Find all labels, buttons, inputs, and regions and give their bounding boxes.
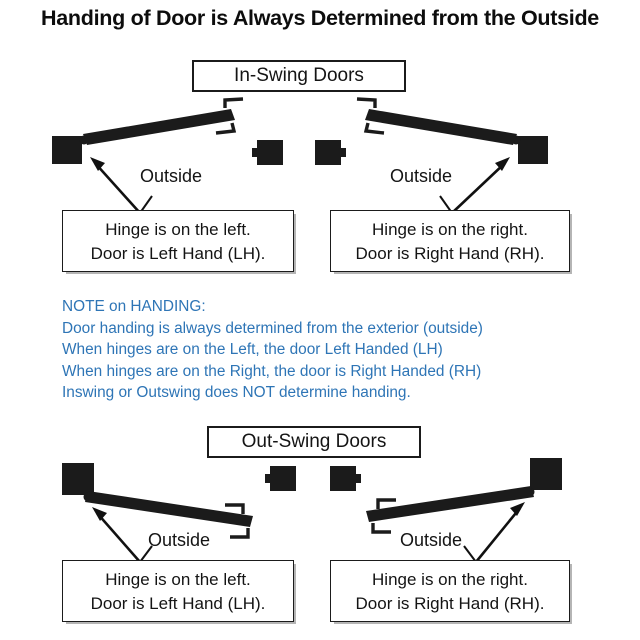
door-handle-icon — [225, 503, 245, 514]
strike-jamb-inswing-right — [315, 140, 346, 165]
strike-jamb-outswing-right — [330, 466, 361, 491]
note-line-2: When hinges are on the Left, the door Le… — [62, 341, 443, 358]
caption-line-2: Door is Left Hand (LH). — [90, 243, 266, 263]
hinge-pin-icon — [79, 135, 89, 145]
hinge-jamb-block-icon — [52, 136, 82, 164]
hinge-pin-icon — [511, 135, 521, 145]
outside-label-inswing-right: Outside — [390, 166, 453, 186]
caption-line-1: Hinge is on the left. — [105, 219, 251, 239]
outside-label-outswing-left: Outside — [148, 530, 211, 550]
door-panel-icon — [83, 109, 235, 145]
hinge-pin-icon — [525, 487, 535, 497]
strike-notch-icon — [252, 148, 258, 157]
door-handle-lower-icon — [363, 122, 385, 135]
handing-note: NOTE on HANDING: Door handing is always … — [62, 296, 483, 404]
door-outswing-right — [366, 458, 562, 563]
hinge-pin-icon — [83, 492, 93, 502]
section-header-inswing: In-Swing Doors — [192, 60, 406, 92]
door-panel-icon — [365, 109, 517, 145]
hinge-pointer-arrow-icon — [451, 157, 510, 214]
hinge-pointer-arrow-icon — [92, 507, 141, 563]
caption-line-1: Hinge is on the right. — [372, 569, 528, 589]
door-handle-icon — [223, 97, 244, 108]
caption-outswing-right: Hinge is on the right. Door is Right Han… — [330, 560, 570, 622]
door-handle-lower-icon — [230, 528, 250, 539]
door-panel-icon — [366, 486, 534, 522]
door-handle-lower-icon — [371, 523, 391, 534]
caption-inswing-left: Hinge is on the left. Door is Left Hand … — [62, 210, 294, 272]
hinge-jamb-block-icon — [518, 136, 548, 164]
hinge-jamb-block-icon — [62, 463, 94, 495]
caption-outswing-left: Hinge is on the left. Door is Left Hand … — [62, 560, 294, 622]
outside-label-outswing-right: Outside — [400, 530, 463, 550]
door-inswing-left — [52, 97, 244, 214]
caption-line-2: Door is Right Hand (RH). — [355, 593, 545, 613]
note-heading: NOTE on HANDING: — [62, 298, 206, 315]
hinge-jamb-block-icon — [530, 458, 562, 490]
outside-label-inswing-left: Outside — [140, 166, 203, 186]
strike-jamb-outswing-left — [265, 466, 296, 491]
caption-inswing-right: Hinge is on the right. Door is Right Han… — [330, 210, 570, 272]
caption-line-2: Door is Left Hand (LH). — [90, 593, 266, 613]
caption-line-1: Hinge is on the left. — [105, 569, 251, 589]
note-line-4: Inswing or Outswing does NOT determine h… — [62, 384, 411, 401]
section-header-outswing-label: Out-Swing Doors — [241, 431, 387, 452]
hinge-pointer-arrow-icon — [90, 157, 141, 214]
strike-notch-icon — [340, 148, 346, 157]
caption-line-2: Door is Right Hand (RH). — [355, 243, 545, 263]
section-header-inswing-label: In-Swing Doors — [234, 65, 364, 86]
strike-notch-icon — [355, 474, 361, 483]
door-panel-icon — [85, 491, 253, 527]
hinge-pointer-arrow-icon — [474, 502, 525, 563]
page-title: Handing of Door is Always Determined fro… — [41, 6, 599, 30]
door-handle-icon — [356, 97, 377, 108]
section-header-outswing: Out-Swing Doors — [207, 426, 421, 458]
door-handle-lower-icon — [215, 122, 237, 135]
caption-line-1: Hinge is on the right. — [372, 219, 528, 239]
note-line-3: When hinges are on the Right, the door i… — [62, 362, 482, 380]
door-inswing-right — [356, 97, 548, 214]
door-handle-icon — [376, 498, 396, 509]
strike-jamb-inswing-left — [252, 140, 283, 165]
strike-notch-icon — [265, 474, 271, 483]
note-line-1: Door handing is always determined from t… — [62, 319, 483, 337]
